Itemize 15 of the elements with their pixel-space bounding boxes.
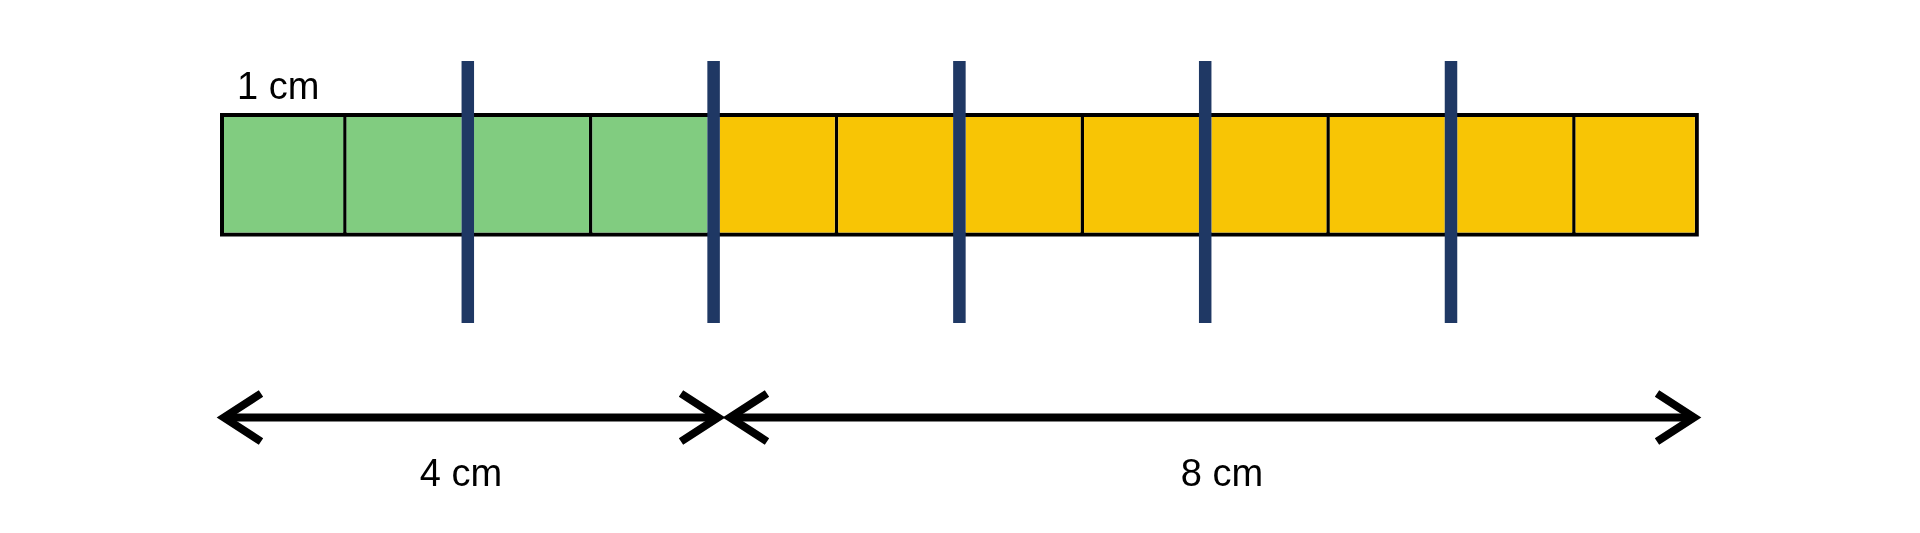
unit-square <box>224 117 344 233</box>
unit-square <box>838 117 954 233</box>
unit-square <box>965 117 1081 233</box>
unit-square <box>719 117 835 233</box>
unit-square <box>1211 117 1327 233</box>
unit-square <box>346 117 462 233</box>
unit-square <box>1084 117 1199 233</box>
unit-label: 1 cm <box>237 67 320 105</box>
unit-square <box>1457 117 1573 233</box>
dimension-label: 8 cm <box>1180 454 1264 492</box>
unit-square <box>1329 117 1445 233</box>
unit-square <box>1575 117 1695 233</box>
unit-square <box>474 117 589 233</box>
dimension-label: 4 cm <box>419 454 503 492</box>
unit-square <box>592 117 708 233</box>
